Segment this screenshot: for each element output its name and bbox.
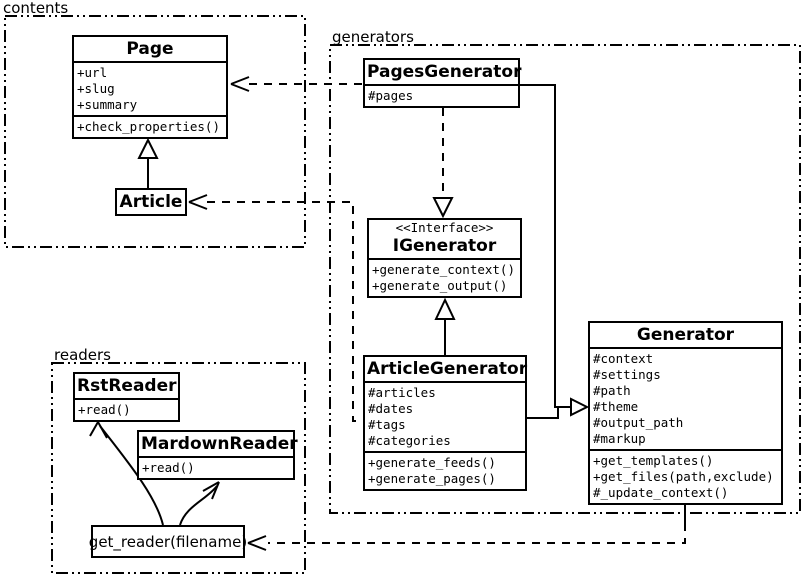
class-methods: +get_templates() +get_files(path,exclude…	[590, 449, 781, 503]
class-title: MardownReader	[141, 434, 298, 454]
class-title: Article	[119, 192, 183, 212]
edge-generator-to-getreader	[268, 523, 686, 544]
generalization-arrowhead-igenerator	[434, 297, 456, 320]
method-row: #_update_context()	[593, 485, 729, 500]
class-box-articlegenerator: ArticleGenerator #articles #dates #tags …	[363, 355, 527, 491]
edge-getreader-to-mardownreader	[179, 485, 218, 526]
method-row: +generate_pages()	[368, 471, 496, 486]
package-border-readers	[51, 362, 306, 574]
attribute-row: #pages	[368, 88, 414, 103]
class-box-pagesgenerator: PagesGenerator #pages	[363, 58, 522, 108]
attribute-row: #settings	[593, 367, 661, 382]
class-attributes: #pages	[365, 84, 518, 106]
class-box-page: Page +url +slug +summary +check_properti…	[72, 35, 228, 139]
class-title: Page	[126, 39, 174, 59]
method-row: +get_templates()	[593, 453, 714, 468]
class-box-article: Article	[115, 188, 187, 216]
class-box-igenerator: <<Interface>> IGenerator +generate_conte…	[367, 218, 522, 298]
attribute-row: #output_path	[593, 415, 684, 430]
package-border-generators	[329, 44, 801, 514]
attribute-row: #context	[593, 351, 654, 366]
attribute-row: #path	[593, 383, 631, 398]
package-label-readers: readers	[54, 346, 111, 364]
package-border-contents	[4, 15, 306, 248]
class-attributes: #articles #dates #tags #categories	[365, 381, 525, 451]
attribute-row: +slug	[77, 81, 115, 96]
call-arrowhead-rstreader	[89, 421, 108, 439]
function-label: get_reader(filename)	[88, 532, 248, 551]
attribute-row: #theme	[593, 399, 639, 414]
class-title: <<Interface>> IGenerator	[369, 220, 520, 258]
method-row: +get_files(path,exclude)	[593, 469, 774, 484]
class-box-generator: Generator #context #settings #path #them…	[588, 321, 783, 505]
dependency-arrowhead-article	[188, 194, 208, 210]
method-row: +generate_output()	[372, 278, 508, 293]
class-box-rstreader: RstReader +read()	[73, 372, 180, 422]
edge-articlegenerator-to-article	[207, 201, 363, 422]
class-methods: +read()	[139, 456, 293, 478]
generalization-arrowhead-generator	[570, 397, 590, 417]
attribute-row: +summary	[77, 97, 138, 112]
package-label-contents: contents	[3, 0, 69, 17]
attribute-row: #dates	[368, 401, 414, 416]
dependency-arrowhead-page	[230, 76, 250, 92]
package-label-generators: generators	[332, 28, 414, 46]
method-row: +generate_context()	[372, 262, 515, 277]
attribute-row: #markup	[593, 431, 646, 446]
class-methods: +read()	[75, 398, 178, 420]
class-title: Generator	[636, 325, 735, 345]
method-row: +generate_feeds()	[368, 455, 496, 470]
method-row: +read()	[78, 402, 131, 417]
class-attributes: +url +slug +summary	[74, 61, 226, 115]
class-methods: +check_properties()	[74, 115, 226, 137]
generalization-arrowhead-page	[137, 137, 159, 159]
class-attributes: #context #settings #path #theme #output_…	[590, 347, 781, 449]
class-methods: +generate_context() +generate_output()	[369, 258, 520, 296]
attribute-row: +url	[77, 65, 108, 80]
method-row: +read()	[142, 460, 195, 475]
attribute-row: #categories	[368, 433, 451, 448]
class-box-mardownreader: MardownReader +read()	[137, 430, 298, 480]
attribute-row: #tags	[368, 417, 406, 432]
class-title: RstReader	[77, 376, 177, 396]
class-title: PagesGenerator	[367, 62, 522, 82]
class-title: ArticleGenerator	[367, 359, 528, 379]
edge-pagesgenerator-to-generator	[520, 84, 571, 408]
function-box-get-reader: get_reader(filename)	[88, 525, 248, 558]
edge-articlegenerator-to-generator	[527, 407, 559, 419]
method-row: +check_properties()	[77, 119, 220, 134]
class-name: IGenerator	[392, 236, 497, 256]
attribute-row: #articles	[368, 385, 436, 400]
class-methods: +generate_feeds() +generate_pages()	[365, 451, 525, 489]
class-stereotype: <<Interface>>	[395, 220, 494, 235]
dependency-arrowhead-getreader	[247, 535, 267, 551]
call-arrowhead-mardownreader	[202, 481, 220, 500]
realization-arrowhead-igenerator	[432, 197, 454, 219]
